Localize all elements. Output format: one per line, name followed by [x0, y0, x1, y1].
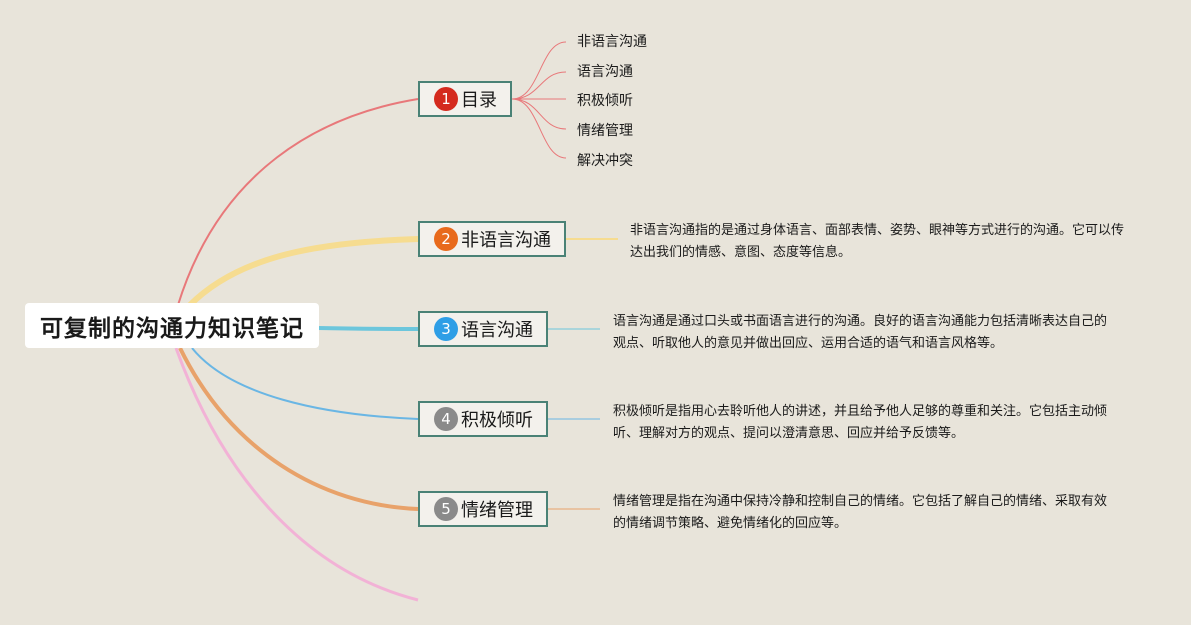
toc-item[interactable]: 解决冲突 [577, 153, 633, 169]
branch-line-4 [191, 347, 419, 420]
branch-line-1 [177, 98, 419, 306]
branch-label: 语言沟通 [461, 320, 533, 341]
badge-4: 4 [434, 407, 458, 431]
branch-node-listening[interactable]: 4 积极倾听 [418, 401, 548, 437]
branch-line-2 [187, 236, 419, 308]
toc-item[interactable]: 非语言沟通 [577, 34, 647, 50]
branch-node-toc[interactable]: 1 目录 [418, 81, 512, 117]
branch-node-emotion[interactable]: 5 情绪管理 [418, 491, 548, 527]
toc-line-4 [511, 98, 567, 130]
branch-line-5 [178, 347, 419, 511]
description-listening[interactable]: 积极倾听是指用心去聆听他人的讲述，并且给予他人足够的尊重和关注。它包括主动倾听、… [613, 404, 1108, 441]
toc-item[interactable]: 情绪管理 [577, 123, 633, 139]
branch-label: 目录 [461, 90, 497, 111]
root-title: 可复制的沟通力知识笔记 [40, 315, 304, 342]
toc-line-5 [511, 98, 567, 159]
branch-node-nonverbal[interactable]: 2 非语言沟通 [418, 221, 566, 257]
branch-line-3 [317, 326, 419, 331]
badge-3: 3 [434, 317, 458, 341]
toc-item[interactable]: 积极倾听 [577, 93, 633, 109]
toc-item[interactable]: 语言沟通 [577, 64, 633, 80]
badge-2: 2 [434, 227, 458, 251]
branch-node-verbal[interactable]: 3 语言沟通 [418, 311, 548, 347]
description-nonverbal[interactable]: 非语言沟通指的是通过身体语言、面部表情、姿势、眼神等方式进行的沟通。它可以传达出… [630, 223, 1125, 260]
badge-5: 5 [434, 497, 458, 521]
branch-line-extra [174, 347, 419, 602]
toc-line-2 [511, 71, 567, 100]
branch-label: 非语言沟通 [461, 230, 551, 251]
branch-label: 积极倾听 [461, 410, 533, 431]
description-emotion[interactable]: 情绪管理是指在沟通中保持冷静和控制自己的情绪。它包括了解自己的情绪、采取有效的情… [613, 494, 1108, 531]
description-verbal[interactable]: 语言沟通是通过口头或书面语言进行的沟通。良好的语言沟通能力包括清晰表达自己的观点… [613, 314, 1108, 351]
toc-line-1 [511, 41, 567, 100]
root-topic[interactable]: 可复制的沟通力知识笔记 [25, 303, 319, 348]
badge-1: 1 [434, 87, 458, 111]
branch-label: 情绪管理 [461, 500, 533, 521]
